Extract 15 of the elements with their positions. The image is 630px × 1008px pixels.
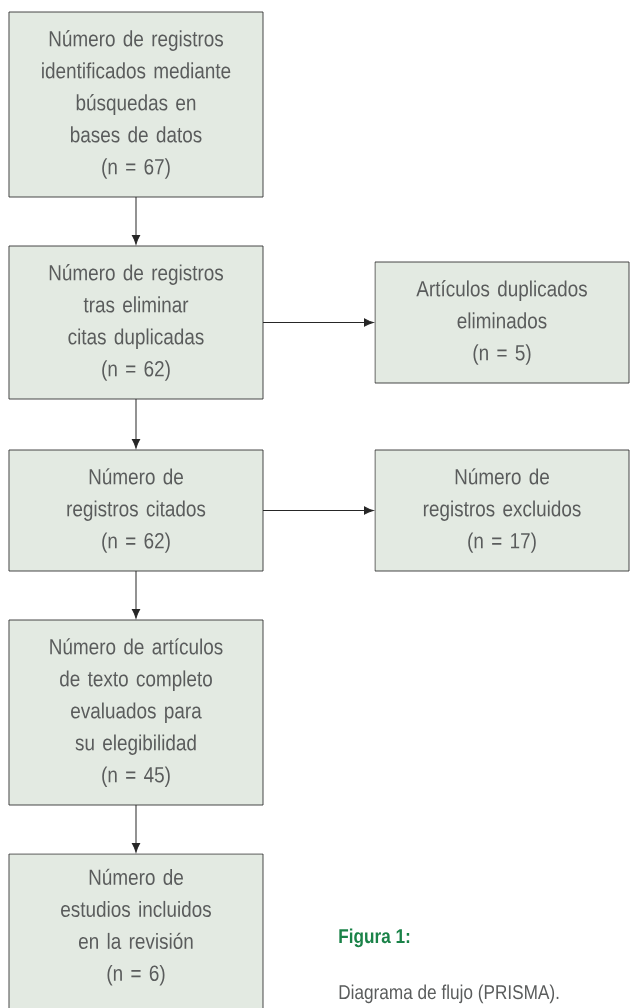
arrow xyxy=(131,398,141,449)
figure-title: Figura 1: xyxy=(339,928,410,948)
figure-caption: Diagrama de flujo (PRISMA). xyxy=(339,984,559,1004)
process-box: Artículos duplicados eliminados (n = 5) xyxy=(374,261,630,384)
arrow xyxy=(262,506,374,515)
process-box: Número de registros excluidos (n = 17) xyxy=(374,449,630,572)
process-box: Número de artículos de texto completo evaluados para su elegibilidad (n = 45) xyxy=(8,619,264,806)
process-box: Número de registros citados (n = 62) xyxy=(8,449,264,572)
process-box: Número de registros tras eliminar citas duplicadas (n = 62) xyxy=(8,245,264,400)
process-box: Número de estudios incluidos en la revisión (n = 6) xyxy=(8,853,264,1008)
arrow xyxy=(262,318,374,327)
arrow xyxy=(131,804,141,853)
arrow xyxy=(131,570,141,619)
arrow xyxy=(131,196,141,245)
process-box: Número de registros identificados mediante búsquedas en bases de datos (n = 67) xyxy=(8,11,264,198)
